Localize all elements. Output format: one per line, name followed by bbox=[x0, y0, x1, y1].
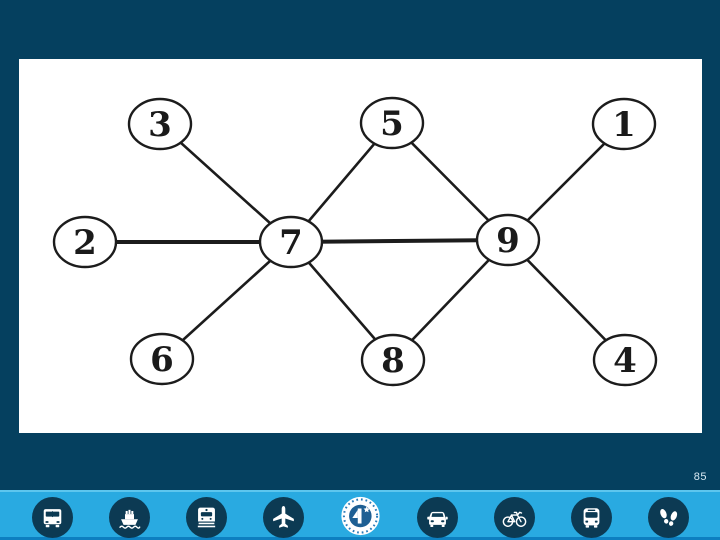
node-circle bbox=[52, 215, 118, 269]
graph-node-5: 5 bbox=[359, 96, 425, 150]
node-circle bbox=[129, 332, 195, 386]
diagram-panel: 1 2 3 4 5 6 7 8 9 bbox=[19, 59, 702, 433]
graph-node-7: 7 bbox=[258, 215, 324, 269]
node-label: 3 bbox=[148, 105, 172, 145]
bicycle-icon bbox=[493, 497, 535, 538]
node-circle bbox=[359, 96, 425, 150]
train-icon bbox=[185, 497, 227, 538]
node-circle bbox=[591, 97, 657, 151]
graph-node-3: 3 bbox=[127, 97, 193, 151]
node-label: 8 bbox=[381, 341, 405, 381]
graph-node-6: 6 bbox=[129, 332, 195, 386]
node-circle bbox=[592, 333, 658, 387]
node-circle bbox=[127, 97, 193, 151]
ship-icon bbox=[108, 497, 150, 538]
graph-edge-7-9 bbox=[289, 238, 510, 244]
truck-icon bbox=[31, 497, 73, 538]
graph-node-1: 1 bbox=[591, 97, 657, 151]
node-label: 2 bbox=[73, 223, 97, 263]
node-label: 6 bbox=[150, 340, 174, 380]
graph-node-8: 8 bbox=[360, 333, 426, 387]
node-label: 9 bbox=[496, 221, 520, 261]
node-circle bbox=[475, 213, 541, 267]
page-number: 85 bbox=[693, 471, 707, 483]
graph-node-9: 9 bbox=[475, 213, 541, 267]
network-graph: 1 2 3 4 5 6 7 8 9 bbox=[52, 96, 658, 387]
node-label: 5 bbox=[380, 104, 404, 144]
footer-icon-strip bbox=[0, 490, 720, 540]
node-circle bbox=[360, 333, 426, 387]
node-label: 4 bbox=[613, 341, 637, 381]
graph-edge-3-7 bbox=[158, 122, 293, 244]
dot-logo-icon bbox=[340, 496, 381, 537]
graph-node-2: 2 bbox=[52, 215, 118, 269]
node-label: 7 bbox=[279, 223, 303, 263]
graph-node-4: 4 bbox=[592, 333, 658, 387]
node-circle bbox=[258, 215, 324, 269]
car-icon bbox=[416, 497, 458, 538]
footprints-icon bbox=[647, 497, 689, 538]
airplane-icon bbox=[262, 497, 304, 538]
bus-icon bbox=[570, 497, 612, 538]
node-label: 1 bbox=[612, 105, 636, 145]
